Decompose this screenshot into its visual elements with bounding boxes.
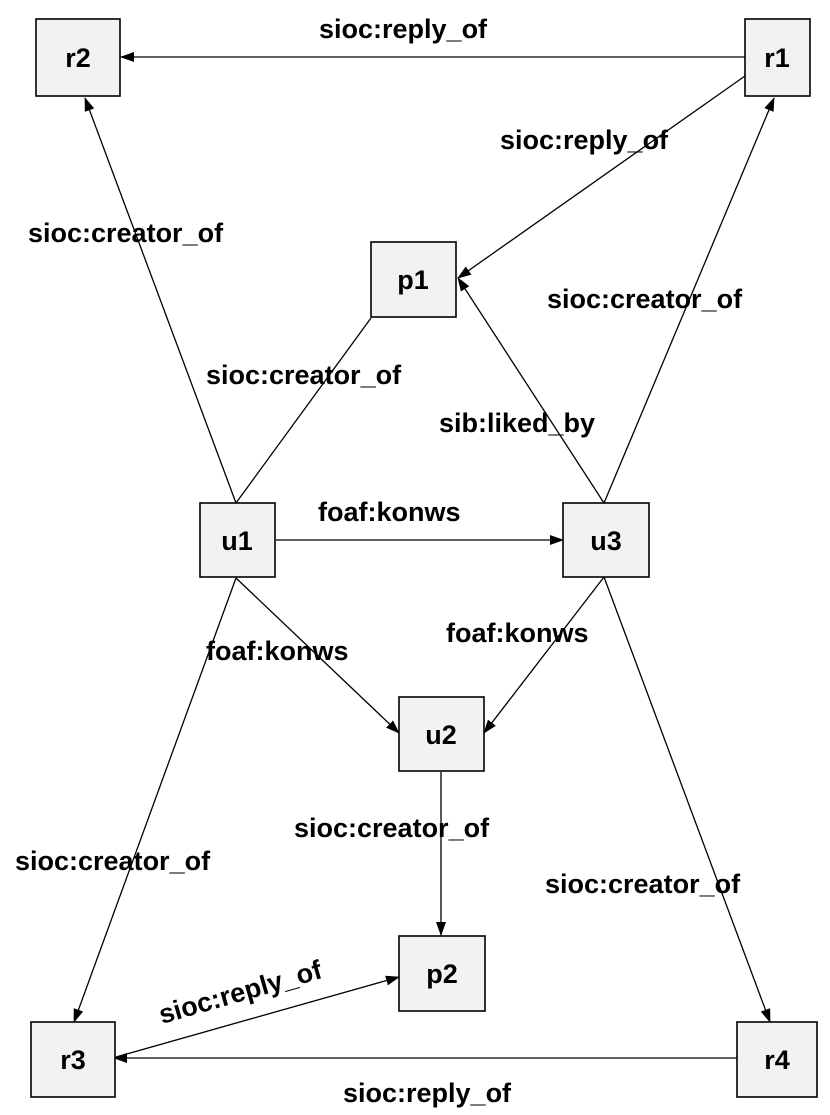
node-label-r3: r3 bbox=[60, 1045, 86, 1075]
edge-label-u3-r1: sioc:creator_of bbox=[547, 284, 743, 314]
edge-u1-u2 bbox=[235, 577, 400, 734]
edge-label-u3-u2: foaf:konws bbox=[446, 618, 589, 648]
edge-label-u1-p1: sioc:creator_of bbox=[206, 360, 402, 390]
node-label-u2: u2 bbox=[425, 720, 457, 750]
node-label-p2: p2 bbox=[426, 959, 458, 989]
node-p2: p2 bbox=[398, 935, 486, 1012]
edge-label-u3-p1: sib:liked_by bbox=[439, 408, 595, 438]
edge-r3-p2 bbox=[115, 975, 400, 1058]
edge-u3-r1 bbox=[603, 97, 775, 504]
edge-label-r1-r2: sioc:reply_of bbox=[319, 14, 488, 44]
edge-label-u1-r2: sioc:creator_of bbox=[28, 218, 224, 248]
node-label-r2: r2 bbox=[65, 43, 91, 73]
node-r1: r1 bbox=[744, 18, 811, 97]
node-label-u1: u1 bbox=[221, 526, 253, 556]
edge-label-u1-r3: sioc:creator_of bbox=[15, 846, 211, 876]
edge-label-r3-p2: sioc:reply_of bbox=[155, 954, 326, 1029]
edge-u1-r3 bbox=[73, 577, 237, 1023]
edge-label-u2-p2: sioc:creator_of bbox=[294, 813, 490, 843]
edge-label-r1-p1: sioc:reply_of bbox=[500, 125, 669, 155]
edge-label-u3-r4: sioc:creator_of bbox=[545, 869, 741, 899]
node-label-r4: r4 bbox=[764, 1045, 790, 1075]
node-r2: r2 bbox=[35, 18, 121, 97]
edge-label-u1-u3: foaf:konws bbox=[318, 497, 461, 527]
edge-u3-r4 bbox=[603, 576, 771, 1023]
edge-label-u1-u2: foaf:konws bbox=[206, 636, 349, 666]
node-u3: u3 bbox=[562, 502, 650, 578]
node-r4: r4 bbox=[736, 1021, 818, 1098]
node-r3: r3 bbox=[30, 1021, 116, 1098]
edge-label-r4-r3: sioc:reply_of bbox=[343, 1078, 512, 1108]
node-u2: u2 bbox=[398, 696, 485, 772]
node-label-p1: p1 bbox=[397, 265, 429, 295]
edge-u1-r2 bbox=[84, 97, 237, 504]
node-p1: p1 bbox=[370, 241, 457, 318]
node-label-r1: r1 bbox=[764, 43, 790, 73]
edge-r1-p1 bbox=[457, 75, 746, 279]
edge-u3-p1 bbox=[457, 277, 605, 504]
node-u1: u1 bbox=[199, 502, 276, 578]
edge-u3-u2 bbox=[483, 576, 605, 734]
node-label-u3: u3 bbox=[590, 526, 622, 556]
edge-u1-p1 bbox=[235, 317, 372, 504]
